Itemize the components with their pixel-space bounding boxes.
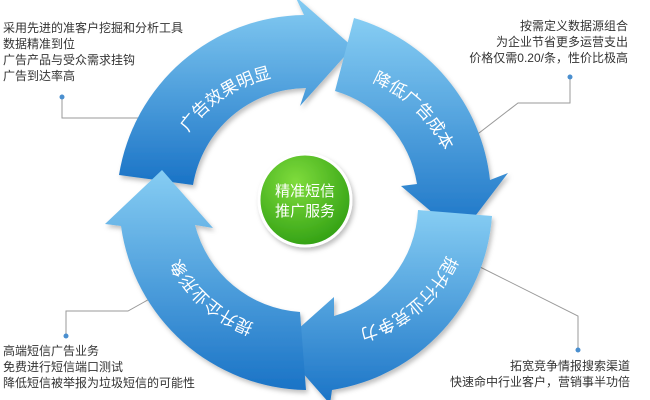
note-line: 按需定义数据源组合 [519,19,628,33]
leader-line-bottom-right [477,265,579,350]
center-circle [257,152,353,248]
note-line: 广告产品与受众需求挂钩 [3,53,136,67]
arrow-top-right [335,18,508,236]
note-line: 采用先进的准客户挖掘和分析工具 [3,21,184,35]
center-label-line1: 精准短信 [275,182,335,200]
leader-dot-bottom-left [63,333,69,339]
note-line: 降低短信被举报为垃圾短信的可能性 [3,376,196,390]
note-line: 数据精准到位 [3,37,76,51]
note-line: 价格仅需0.20/条，性价比极高 [469,51,628,65]
note-line: 免费进行短信端口测试 [3,360,124,374]
note-bottom-right: 拓宽竞争情报搜索渠道 快速命中行业客户，营销事半功倍 [450,358,630,390]
arrow-top-left [119,0,353,185]
note-top-right: 按需定义数据源组合 为企业节省更多运营支出 价格仅需0.20/条，性价比极高 [469,18,628,66]
arrow-bottom-left [105,170,306,390]
leader-dot-bottom-right [575,347,581,353]
note-top-left: 采用先进的准客户挖掘和分析工具 数据精准到位 广告产品与受众需求挂钩 广告到达率… [3,20,183,84]
note-line: 拓宽竞争情报搜索渠道 [509,359,630,373]
leader-line-top-right [465,77,571,144]
arrow-bottom-right [279,210,492,400]
note-line: 广告到达率高 [3,69,76,83]
note-bottom-left: 高端短信广告业务 免费进行短信端口测试 降低短信被举报为垃圾短信的可能性 [3,343,195,391]
leader-dot-top-left [59,94,65,100]
center-label-line2: 推广服务 [275,202,335,220]
arrow-ring [105,0,508,400]
leader-dot-top-right [567,74,573,80]
note-line: 为企业节省更多运营支出 [495,35,628,49]
note-line: 快速命中行业客户，营销事半功倍 [449,375,630,389]
note-line: 高端短信广告业务 [3,344,100,358]
